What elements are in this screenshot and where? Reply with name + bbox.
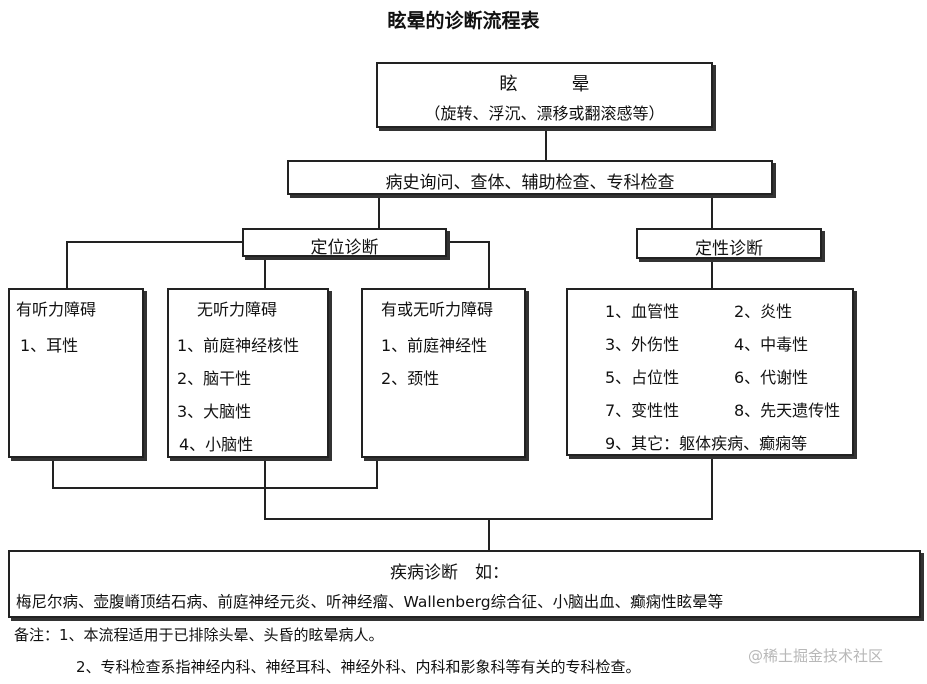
connector-exam-to-nature (711, 194, 713, 230)
no-hearing-loss-box: 无听力障碍 1、前庭神经核性 2、脑干性 3、大脑性 4、小脑性 (167, 288, 329, 458)
connector-either-down (376, 456, 378, 488)
disease-list: 梅尼尔病、壶腹嵴顶结石病、前庭神经元炎、听神经瘤、Wallenberg综合征、小… (16, 593, 724, 611)
connector-locate-left (66, 241, 244, 243)
connector-to-nature-items (711, 258, 713, 290)
connector-to-disease (488, 518, 490, 552)
disease-title: 疾病诊断 如： (390, 563, 509, 583)
nature-item: 8、先天遗传性 (734, 401, 841, 420)
no-hearing-loss-item: 3、大脑性 (177, 402, 252, 421)
either-hearing-item: 1、前庭神经性 (381, 336, 488, 355)
connector-hearing-down (52, 456, 54, 488)
connector-to-no-hearing (264, 255, 266, 290)
nature-item: 3、外伤性 (605, 335, 680, 354)
connector-top-to-exam (545, 126, 547, 162)
nature-item: 7、变性性 (605, 401, 680, 420)
connector-locate-right (445, 241, 490, 243)
no-hearing-loss-item: 4、小脑性 (179, 435, 254, 454)
no-hearing-loss-item: 2、脑干性 (177, 369, 252, 388)
either-hearing-box: 有或无听力障碍 1、前庭神经性 2、颈性 (361, 288, 526, 458)
connector-to-either (488, 241, 490, 290)
note-line-2: 2、专科检查系指神经内科、神经耳科、神经外科、内科和影象科等有关的专科检查。 (76, 658, 641, 676)
hearing-loss-box: 有听力障碍 1、耳性 (8, 288, 144, 458)
either-hearing-title: 有或无听力障碍 (381, 300, 494, 319)
exam-label: 病史询问、查体、辅助检查、专科检查 (385, 173, 675, 193)
no-hearing-loss-item: 1、前庭神经核性 (177, 336, 300, 355)
hearing-loss-title: 有听力障碍 (16, 300, 97, 319)
either-hearing-item: 2、颈性 (381, 369, 440, 388)
connector-hearing-join (52, 487, 264, 489)
qualitative-label: 定性诊断 (695, 239, 763, 259)
connector-to-hearing (66, 241, 68, 290)
diagram-title: 眩晕的诊断流程表 (387, 10, 540, 32)
connector-exam-to-locate (378, 194, 380, 230)
nature-item: 5、占位性 (605, 368, 680, 387)
vertigo-box: 眩 晕 （旋转、浮沉、漂移或翻滚感等） (376, 62, 713, 128)
vertigo-description: （旋转、浮沉、漂移或翻滚感等） (424, 104, 665, 123)
localization-box: 定位诊断 (242, 228, 447, 258)
note-line-1: 备注：1、本流程适用于已排除头晕、头昏的眩晕病人。 (14, 626, 384, 644)
nature-item: 6、代谢性 (734, 368, 809, 387)
nature-item-other: 9、其它：躯体疾病、癫痫等 (605, 434, 808, 453)
exam-box: 病史询问、查体、辅助检查、专科检查 (287, 160, 773, 195)
hearing-loss-item: 1、耳性 (20, 336, 79, 355)
watermark-text: @稀土掘金技术社区 (748, 647, 884, 665)
qualitative-box: 定性诊断 (636, 228, 822, 259)
connector-either-join (264, 487, 378, 489)
disease-box: 疾病诊断 如： 梅尼尔病、壶腹嵴顶结石病、前庭神经元炎、听神经瘤、Wallenb… (8, 550, 921, 618)
nature-items-box: 1、血管性 2、炎性 3、外伤性 4、中毒性 5、占位性 6、代谢性 7、变性性… (566, 288, 854, 456)
nature-item: 2、炎性 (734, 302, 793, 321)
vertigo-label: 眩 晕 (499, 74, 590, 95)
localization-label: 定位诊断 (310, 238, 379, 258)
connector-nature-down (711, 456, 713, 519)
nature-item: 1、血管性 (605, 302, 680, 321)
no-hearing-loss-title: 无听力障碍 (197, 300, 278, 319)
nature-item: 4、中毒性 (734, 335, 809, 354)
